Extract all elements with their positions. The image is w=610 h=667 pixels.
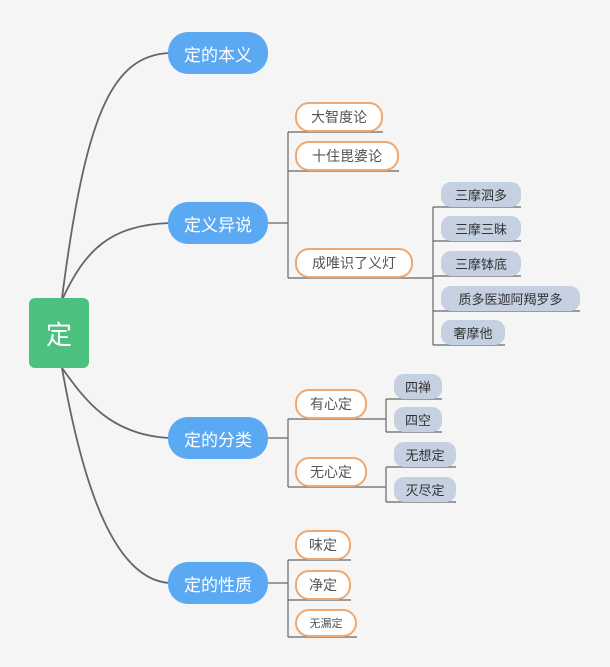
sub-jingding[interactable]: 净定 bbox=[295, 570, 351, 600]
branch-nature[interactable]: 定的性质 bbox=[168, 562, 268, 604]
branch-original-meaning[interactable]: 定的本义 bbox=[168, 32, 268, 74]
leaf-sichan[interactable]: 四禅 bbox=[394, 374, 442, 399]
sub-chengweishi[interactable]: 成唯识了义灯 bbox=[295, 248, 413, 278]
leaf-sanmosanmei[interactable]: 三摩三昧 bbox=[441, 216, 521, 241]
leaf-zhiduo[interactable]: 质多医迦阿羯罗多 bbox=[441, 286, 580, 311]
connector-line-1 bbox=[61, 222, 171, 301]
branch-definitions[interactable]: 定义异说 bbox=[168, 202, 268, 244]
sub-weiding[interactable]: 味定 bbox=[295, 530, 351, 560]
leaf-sanmosiduo[interactable]: 三摩泗多 bbox=[441, 182, 521, 207]
sub-shizhupiposha[interactable]: 十住毘婆论 bbox=[295, 141, 399, 171]
connector-line-0 bbox=[61, 52, 171, 299]
branch-classification[interactable]: 定的分类 bbox=[168, 417, 268, 459]
leaf-sanmoboti[interactable]: 三摩钵底 bbox=[441, 251, 521, 276]
sub-dazhidulun[interactable]: 大智度论 bbox=[295, 102, 383, 132]
leaf-miejinding[interactable]: 灭尽定 bbox=[394, 477, 456, 502]
connector-line-2 bbox=[61, 367, 171, 439]
sub-wuxinding[interactable]: 无心定 bbox=[295, 457, 367, 487]
sub-youxinding[interactable]: 有心定 bbox=[295, 389, 367, 419]
leaf-sikong[interactable]: 四空 bbox=[394, 407, 442, 432]
connector-line-3 bbox=[61, 367, 171, 584]
leaf-wuxiangding[interactable]: 无想定 bbox=[394, 442, 456, 467]
root-node[interactable]: 定 bbox=[29, 298, 89, 368]
sub-wulouding[interactable]: 无漏定 bbox=[295, 609, 357, 637]
leaf-shemota[interactable]: 奢摩他 bbox=[441, 320, 505, 345]
